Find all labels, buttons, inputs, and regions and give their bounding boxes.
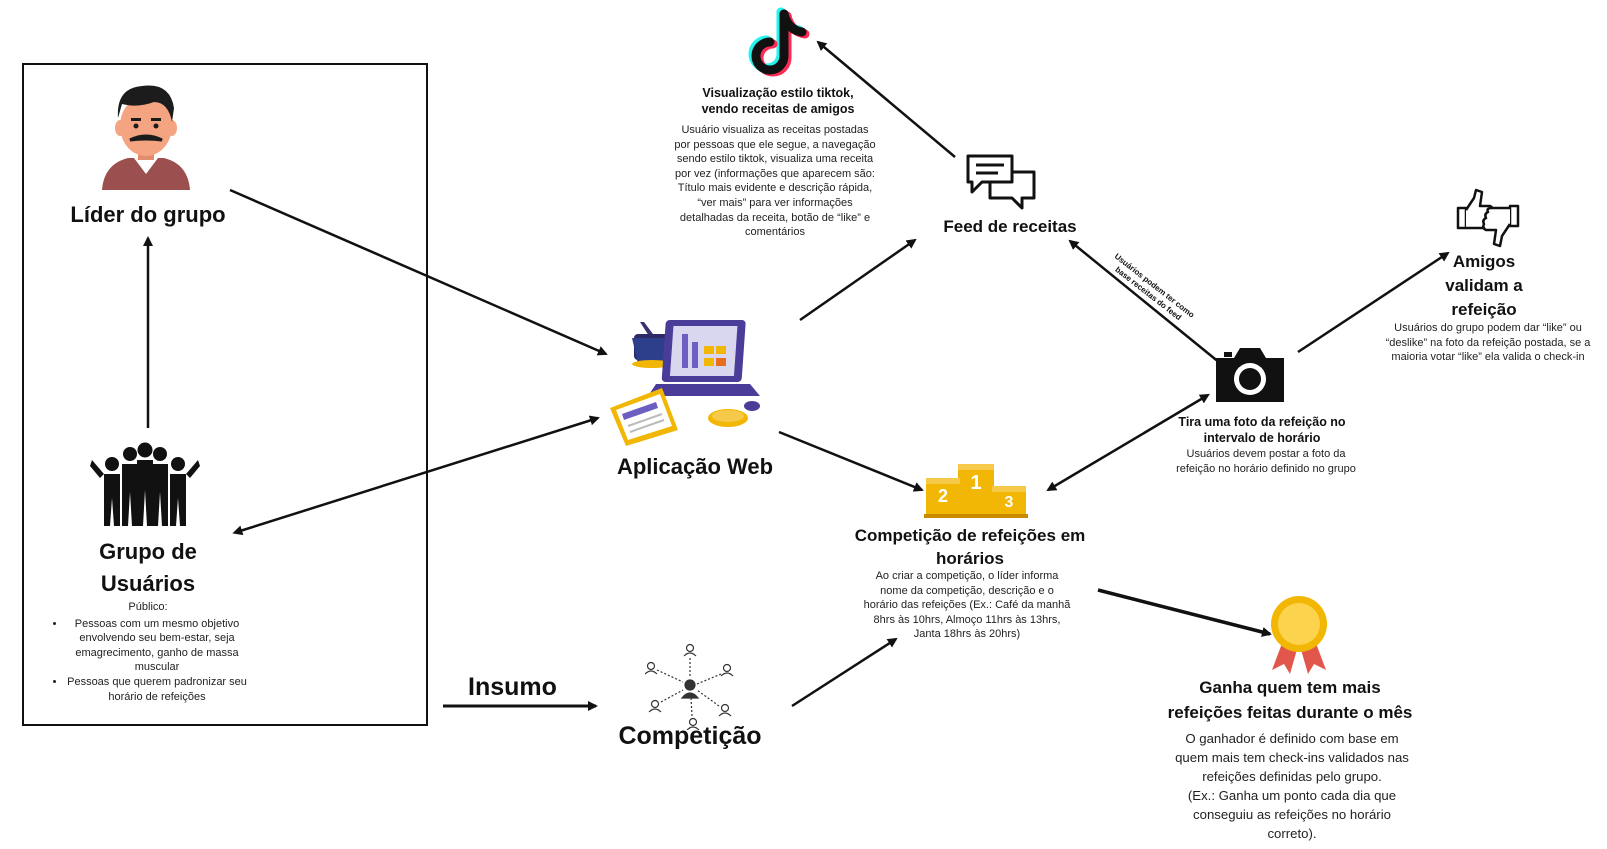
ganha-desc-line1: O ganhador é definido com base em quem m… xyxy=(1175,731,1409,784)
ganha-desc: O ganhador é definido com base em quem m… xyxy=(1172,729,1412,843)
thumbs-up-down-icon xyxy=(1456,188,1520,253)
amigos-desc: Usuários do grupo podem dar “like” ou “d… xyxy=(1385,322,1591,364)
publico-bullet: Pessoas com um mesmo objetivo envolvendo… xyxy=(66,617,248,675)
arrow-camera-to-feed xyxy=(1068,239,1221,364)
grupo-title-line1: Grupo de xyxy=(99,539,197,564)
network-people-icon xyxy=(644,640,735,735)
chat-bubbles-icon xyxy=(964,152,1038,217)
grupo-title: Grupo de Usuários xyxy=(48,536,248,600)
grupo-public: Público: Pessoas com um mesmo objetivo e… xyxy=(48,600,248,704)
tiktok-title-line2: vendo receitas de amigos xyxy=(701,102,855,116)
comp-refeicoes-title: Competição de refeições em horários xyxy=(830,524,1110,570)
foto-title: Tira uma foto da refeição no intervalo d… xyxy=(1162,414,1362,446)
medal-icon xyxy=(1264,594,1334,679)
publico-bullet: Pessoas que querem padronizar seu horári… xyxy=(66,675,248,704)
camera-icon xyxy=(1212,344,1288,409)
tiktok-desc: Usuário visualiza as receitas postadas p… xyxy=(674,124,876,239)
podium-first: 1 xyxy=(970,472,982,494)
user-group-icon xyxy=(90,440,200,531)
lider-title: Líder do grupo xyxy=(70,202,226,227)
ganha-desc-line2: (Ex.: Ganha um ponto cada dia que conseg… xyxy=(1187,788,1397,841)
comp-refeicoes-desc: Ao criar a competição, o líder informa n… xyxy=(863,570,1071,641)
tiktok-title: Visualização estilo tiktok, vendo receit… xyxy=(668,85,888,117)
ganha-title-line2: refeições feitas durante o mês xyxy=(1167,703,1413,722)
amigos-title-line3: refeição xyxy=(1451,300,1517,319)
foto-desc: Usuários devem postar a foto da refeição… xyxy=(1176,448,1356,475)
arrow-camera-to-amigos xyxy=(1297,251,1450,354)
comp-refeicoes-title-line2: horários xyxy=(935,549,1005,568)
ganha-title-line1: Ganha quem tem mais xyxy=(1199,678,1381,697)
app-title: Aplicação Web xyxy=(616,454,774,479)
foto-title-line2: intervalo de horário xyxy=(1203,431,1321,445)
arrow-app-to-feed xyxy=(799,238,917,322)
laptop-icon xyxy=(610,318,770,453)
podium-third: 3 xyxy=(1004,494,1014,511)
publico-list: Pessoas com um mesmo objetivo envolvendo… xyxy=(48,617,248,705)
arrow-camera-comp-bidirectional xyxy=(1046,393,1210,492)
comp-refeicoes-title-line1: Competição de refeições em xyxy=(854,526,1086,545)
tiktok-logo-icon xyxy=(740,4,816,85)
actors-frame xyxy=(22,63,428,726)
amigos-title-line2: validam a xyxy=(1445,276,1523,295)
arrow-feed-to-tiktok xyxy=(816,40,956,158)
arrow-app-grupo-bidirectional xyxy=(232,415,600,536)
arrow-competicao-to-comp-refeicoes xyxy=(791,637,898,708)
arrow-comp-to-ganha xyxy=(1097,588,1272,637)
amigos-title-line1: Amigos xyxy=(1452,252,1516,271)
publico-label: Público: xyxy=(128,601,168,613)
amigos-title: Amigos validam a refeição xyxy=(1424,250,1544,322)
feed-title: Feed de receitas xyxy=(943,217,1077,236)
podium-icon: 1 2 3 xyxy=(924,462,1028,523)
competicao-label: Competição xyxy=(618,722,762,750)
man-avatar-icon xyxy=(98,78,194,195)
arrow-lider-to-app xyxy=(229,188,608,356)
podium-second: 2 xyxy=(937,486,948,506)
arrow-app-to-comp-refeicoes xyxy=(778,430,924,492)
insumo-label: Insumo xyxy=(468,673,557,701)
grupo-title-line2: Usuários xyxy=(100,571,196,596)
ganha-title: Ganha quem tem mais refeições feitas dur… xyxy=(1150,675,1430,725)
foto-title-line1: Tira uma foto da refeição no xyxy=(1178,415,1346,429)
tiktok-title-line1: Visualização estilo tiktok, xyxy=(702,86,854,100)
